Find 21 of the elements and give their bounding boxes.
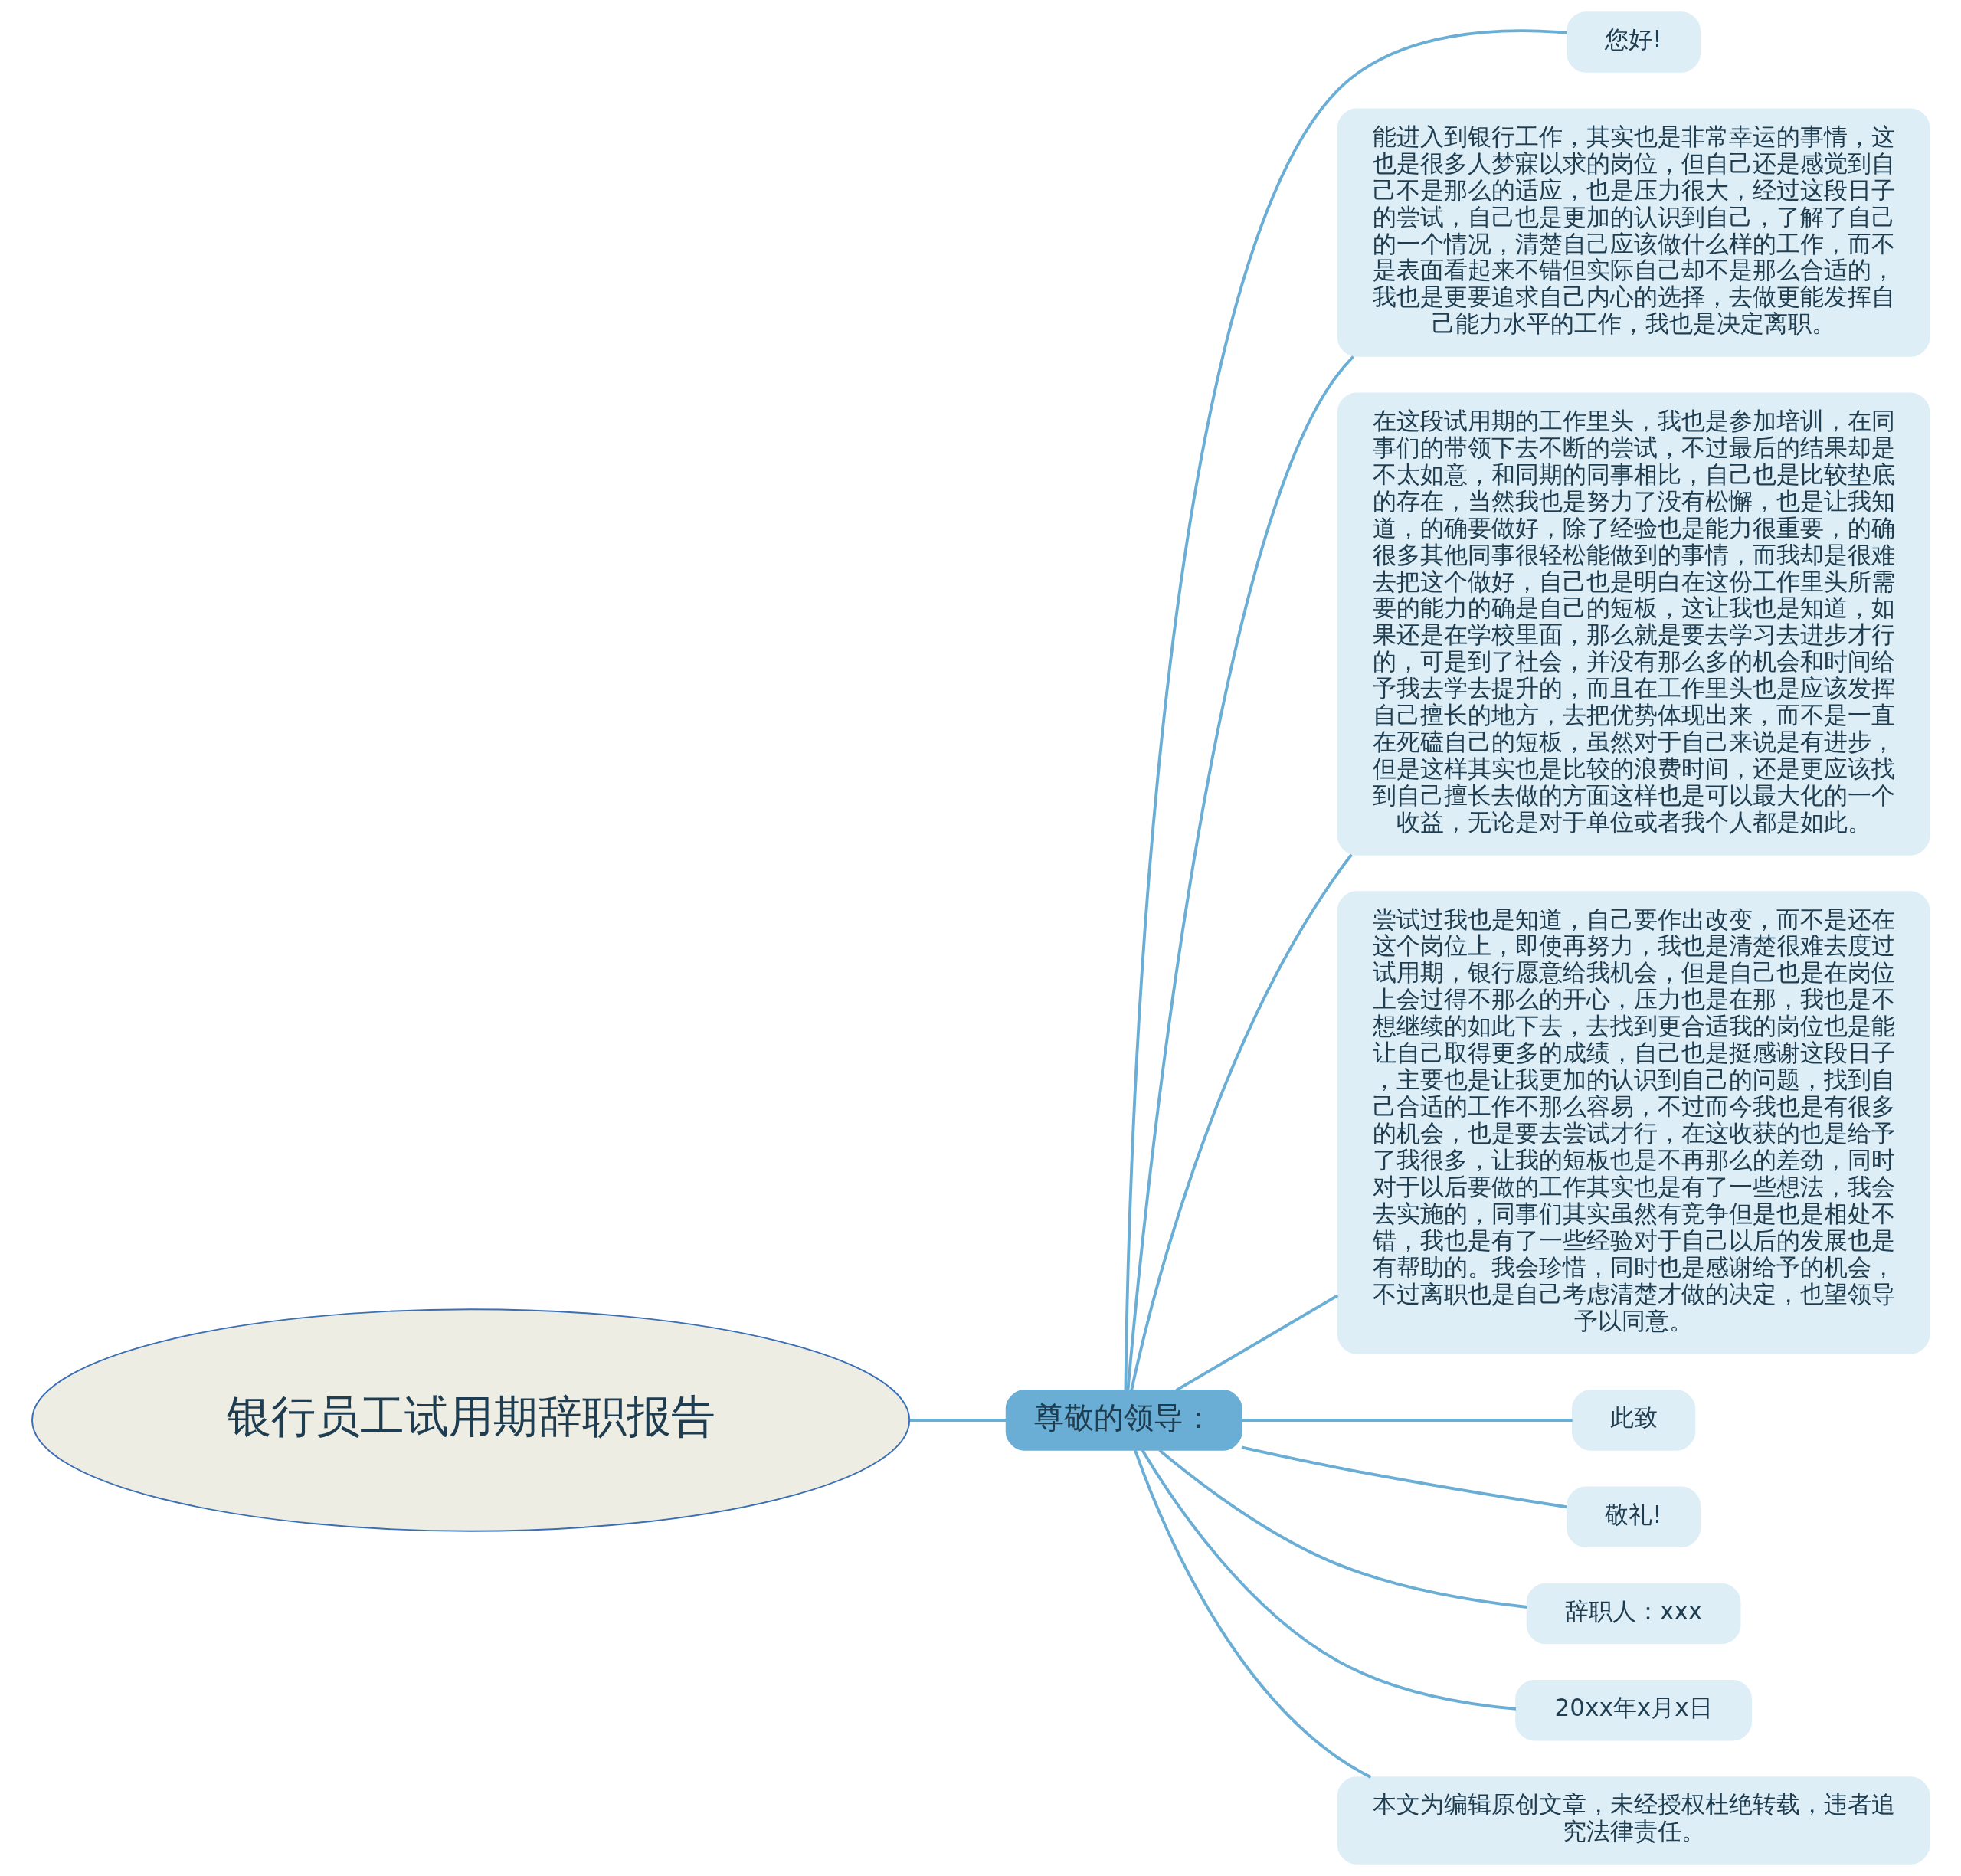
node-ellipse: 银行员工试用期辞职报告 (31, 1308, 911, 1532)
node-box: 尊敬的领导： (1005, 1390, 1242, 1451)
node-box: 能进入到银行工作，其实也是非常幸运的事情，这也是很多人梦寐以求的岗位，但自己还是感觉到自己不是那么的适应，也是压力很大，经过这段日子的尝试，自己也是更加的认识到自己，了解了自己的一个情况，清楚自己应该做什么样的工作，而不是表面看起来不错但实际自己却不是那么合适的，我也是更要追求自己内心的选择，去做更能发挥自己能力水平的工作，我也是决定离职。 (1337, 108, 1930, 357)
connector (909, 1419, 1007, 1422)
node-box: 此致 (1571, 1390, 1696, 1451)
connector (1134, 1449, 1372, 1779)
node-box: 您好! (1567, 11, 1701, 73)
connector (1126, 355, 1354, 1391)
node-box: 敬礼! (1567, 1486, 1701, 1548)
connector (1175, 1294, 1339, 1392)
node-box: 在这段试用期的工作里头，我也是参加培训，在同事们的带领下去不断的尝试，不过最后的结果却是不太如意，和同期的同事相比，自己也是比较垫底的存在，当然我也是努力了没有松懈，也是让我知道，的确要做好，除了经验也是能力很重要，的确很多其他同事很轻松能做到的事情，而我却是很难去把这个做好，自己也是明白在这份工作里头所需要的能力的确是自己的短板，这让我也是知道，如果还是在学校里面，那么就是要去学习去进步才行的，可是到了社会，并没有那么多的机会和时间给予我去学去提升的，而且在工作里头也是应该发挥自己擅长的地方，去把优势体现出来，而不是一直在死磕自己的短板，虽然对于自己来说是有进步，但是这样其实也是比较的浪费时间，还是更应该找到自己擅长去做的方面这样也是可以最大化的一个收益，无论是对于单位或者我个人都是如此。 (1337, 392, 1930, 856)
connector (1241, 1445, 1568, 1509)
connector (1130, 853, 1353, 1391)
connector (1158, 1449, 1527, 1609)
connector (1241, 1419, 1573, 1422)
node-box: 辞职人：xxx (1526, 1583, 1741, 1645)
node-box: 尝试过我也是知道，自己要作出改变，而不是还在这个岗位上，即使再努力，我也是清楚很难去度过试用期，银行愿意给我机会，但是自己也是在岗位上会过得不那么的开心，压力也是在那，我也是不想继续的如此下去，去找到更合适我的岗位也是能让自己取得更多的成绩，自己也是挺感谢这段日子，主要也是让我更加的认识到自己的问题，找到自己合适的工作不那么容易，不过而今我也是有很多的机会，也是要去尝试才行，在这收获的也是给予了我很多，让我的短板也是不再那么的差劲，同时对于以后要做的工作其实也是有了一些想法，我会去实施的，同事们其实虽然有竞争但是也是相处不错，我也是有了一些经验对于自己以后的发展也是有帮助的。我会珍惜，同时也是感谢给予的机会，不过离职也是自己考虑清楚才做的决定，也望领导予以同意。 (1337, 891, 1930, 1354)
node-box: 本文为编辑原创文章，未经授权杜绝转载，违者追究法律责任。 (1337, 1776, 1930, 1865)
connector (1124, 29, 1567, 1390)
node-box: 20xx年x月x日 (1515, 1679, 1753, 1741)
connector (1141, 1449, 1517, 1711)
